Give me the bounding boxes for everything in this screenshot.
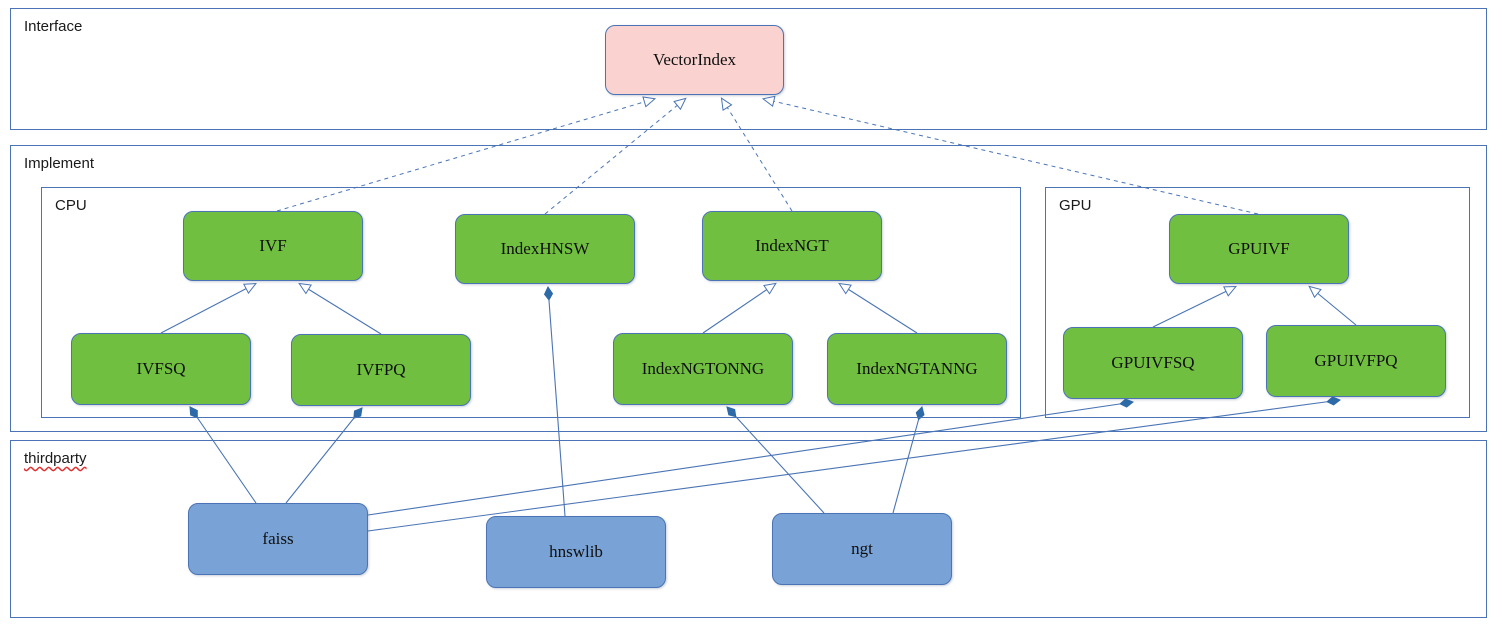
edge-group [160,95,1357,532]
node-label-faiss: faiss [262,528,294,548]
node-gpuivfpq[interactable]: GPUIVFPQ [1266,325,1446,397]
node-label-vectorindex: VectorIndex [652,49,737,69]
node-ngt[interactable]: ngt [772,513,952,585]
edge-inheritance-gpuivfpq-to-gpuivf [1308,285,1357,326]
node-indexngtanng[interactable]: IndexNGTANNG [827,333,1007,405]
node-label-indexngtonng: IndexNGTONNG [641,358,765,378]
group-box-implement [10,145,1487,432]
edge-composition-faiss-to-ivfsq [189,406,257,504]
node-label-ivfpq: IVFPQ [356,359,406,379]
edge-inheritance-gpuivfsq-to-gpuivf [1152,286,1237,328]
edge-composition-hnswlib-to-indexhnsw [543,285,566,517]
edge-composition-ngt-to-indexngtanng [892,406,925,514]
node-ivf[interactable]: IVF [183,211,363,281]
node-ivfsq[interactable]: IVFSQ [71,333,251,405]
node-label-gpuivfsq: GPUIVFSQ [1111,352,1195,372]
node-gpuivfsq[interactable]: GPUIVFSQ [1063,327,1243,399]
group-box-interface [10,8,1487,130]
edge-composition-faiss-to-gpuivfsq [367,398,1134,516]
node-hnswlib[interactable]: hnswlib [486,516,666,588]
group-label-gpu: GPU [1059,197,1092,214]
node-indexngtonng[interactable]: IndexNGTONNG [613,333,793,405]
edge-inheritance-indexngtonng-to-indexngt [702,282,777,334]
node-label-ngt: ngt [851,538,873,558]
group-label-cpu: CPU [55,197,87,214]
group-box-gpu [1045,187,1470,418]
node-label-indexngtanng: IndexNGTANNG [856,358,978,378]
group-box-thirdparty [10,440,1487,618]
node-label-ivf: IVF [259,235,287,255]
node-gpuivf[interactable]: GPUIVF [1169,214,1349,284]
group-label-thirdparty: thirdparty [24,450,87,467]
node-vectorindex[interactable]: VectorIndex [605,25,784,95]
edge-inheritance-indexngtanng-to-indexngt [838,282,918,334]
edge-realization-indexngt-to-vectorindex [720,97,793,212]
node-label-indexngt: IndexNGT [755,235,829,255]
edge-composition-ngt-to-indexngtonng [726,406,825,514]
node-label-indexhnsw: IndexHNSW [500,238,590,258]
edge-inheritance-ivfsq-to-ivf [160,282,257,334]
node-faiss[interactable]: faiss [188,503,368,575]
edge-realization-ivf-to-vectorindex [276,96,657,212]
node-label-hnswlib: hnswlib [549,541,603,561]
edge-inheritance-ivfpq-to-ivf [298,282,382,335]
edge-composition-faiss-to-gpuivfpq [367,396,1341,532]
node-indexhnsw[interactable]: IndexHNSW [455,214,635,284]
edge-realization-indexhnsw-to-vectorindex [544,97,687,215]
group-label-implement: Implement [24,155,95,172]
node-label-ivfsq: IVFSQ [136,358,186,378]
group-box-cpu [41,187,1021,418]
group-label-interface: Interface [24,18,83,35]
node-label-gpuivfpq: GPUIVFPQ [1314,350,1398,370]
node-ivfpq[interactable]: IVFPQ [291,334,471,406]
edge-composition-faiss-to-ivfpq [285,407,363,504]
node-label-gpuivf: GPUIVF [1228,238,1290,258]
node-indexngt[interactable]: IndexNGT [702,211,882,281]
